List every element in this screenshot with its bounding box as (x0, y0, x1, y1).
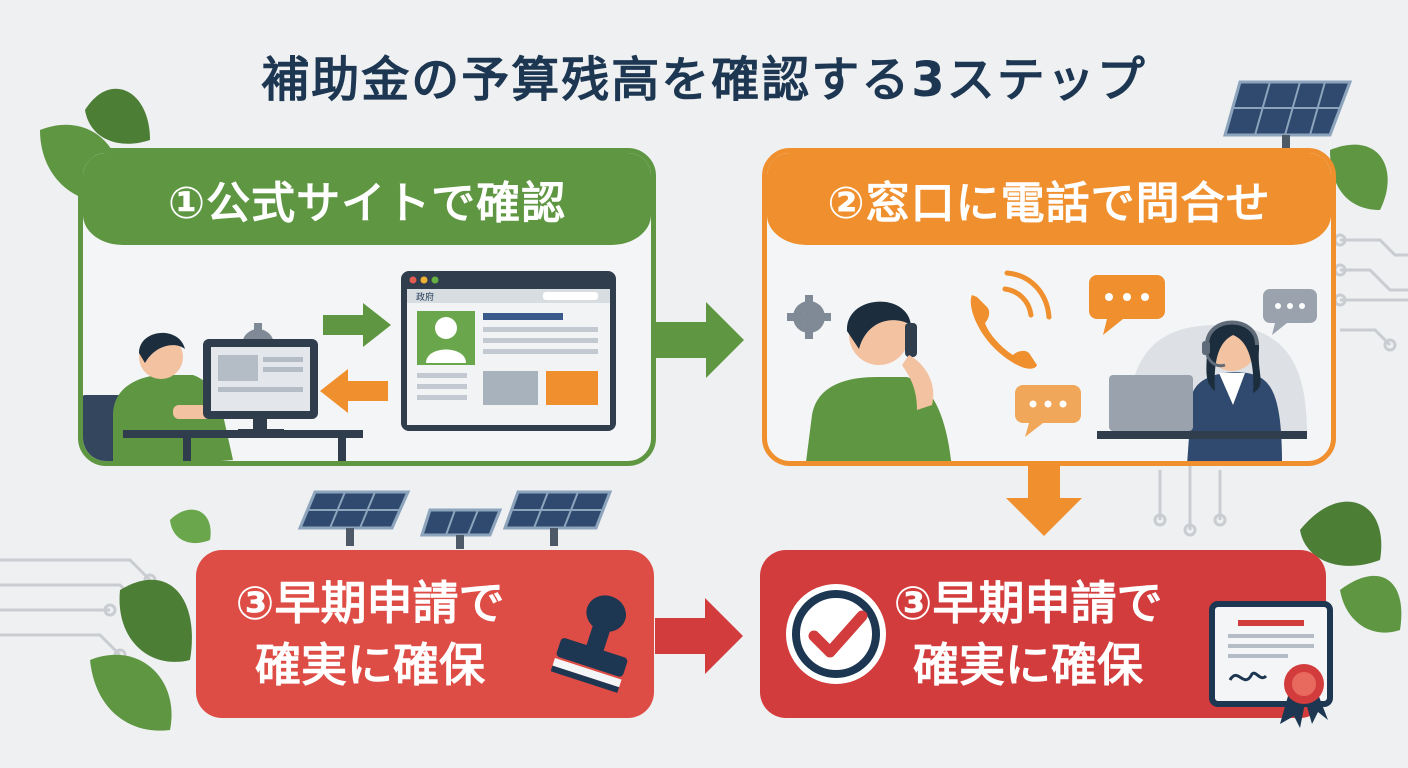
step2-header: ②窓口に電話で問合せ (767, 153, 1331, 245)
gear-icon (787, 295, 831, 339)
step3b-line1: ③早期申請で (893, 576, 1163, 630)
arrow-right-icon (323, 303, 391, 347)
chat-bubble-icon (1015, 385, 1081, 437)
phone-icon (970, 270, 1052, 369)
certificate-icon (1209, 601, 1333, 728)
arrow-down-icon (1006, 464, 1082, 536)
check-icon (786, 584, 886, 684)
step3a-line1: ③早期申請で (235, 576, 505, 630)
step1-illustration: 政府 (83, 271, 616, 461)
chat-bubble-icon (1089, 275, 1165, 335)
step3b-line2: 確実に確保 (913, 638, 1143, 692)
step1-header: ①公式サイトで確認 (83, 153, 651, 245)
solar-panel-icon (1223, 80, 1353, 149)
arrow-right-icon (655, 598, 743, 674)
page-title: 補助金の予算残高を確認する3ステップ (261, 52, 1147, 108)
step1-card: ①公式サイトで確認 (78, 148, 656, 466)
person-on-phone (806, 301, 951, 461)
step3a-card: ③早期申請で 確実に確保 (196, 550, 654, 718)
monitor-icon (203, 339, 318, 434)
leaf-icon (90, 509, 211, 731)
stamp-icon (551, 595, 628, 693)
browser-icon: 政府 (401, 271, 616, 431)
step2-illustration (787, 270, 1317, 461)
arrow-right-icon (656, 302, 744, 378)
chat-bubble-icon (1263, 289, 1317, 335)
solar-panel-icon (297, 490, 411, 546)
step2-card: ②窓口に電話で問合せ (762, 148, 1336, 466)
solar-panel-icon (502, 490, 613, 546)
solar-panel-icon (419, 508, 503, 549)
laptop-icon (1097, 375, 1307, 439)
browser-label: 政府 (416, 291, 434, 303)
step3a-line2: 確実に確保 (255, 638, 485, 692)
leaf-icon (1300, 144, 1402, 633)
arrow-left-icon (320, 369, 388, 413)
